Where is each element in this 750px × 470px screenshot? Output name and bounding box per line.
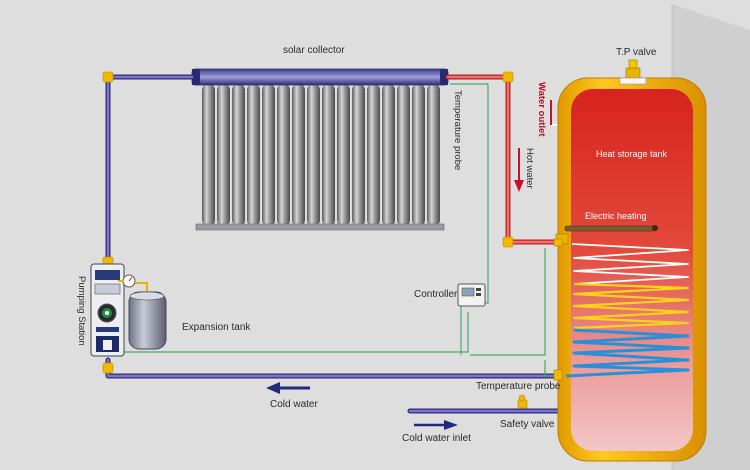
middle-coil (572, 282, 690, 330)
electric-heating-label: Electric heating (585, 211, 647, 221)
water-outlet-label: Water outlet (536, 82, 547, 137)
controller-label: Controller (414, 289, 458, 300)
cold-water-inlet-label: Cold water inlet (402, 433, 471, 444)
heat-storage-tank-label: Heat storage tank (596, 149, 668, 159)
pumping-station (90, 263, 148, 357)
pipe-fittings (102, 71, 528, 409)
safety-valve-label: Safety valve (500, 419, 555, 430)
hot-water-arrow (514, 148, 524, 192)
cold-water-inlet-arrow (414, 420, 458, 430)
collector-frame-bottom (195, 223, 445, 231)
hot-flow-pipe (445, 74, 563, 245)
expansion-tank (128, 291, 167, 350)
pumping-station-label: Pumping Station (76, 276, 87, 346)
collector-header (191, 68, 449, 86)
hot-water-label: Hot water (524, 148, 535, 189)
upper-probe-socket (553, 238, 563, 247)
temperature-probe-top-label: Temperature probe (452, 90, 463, 170)
lower-probe-socket (553, 369, 563, 381)
cold-return-pipe (105, 357, 565, 379)
cold-water-arrow (266, 382, 310, 394)
cold-water-label: Cold water (270, 399, 318, 410)
tp-valve (619, 59, 647, 85)
collector-return-pipe (105, 74, 195, 265)
upper-coil (571, 243, 689, 285)
vacuum-tubes (202, 84, 440, 226)
expansion-tank-label: Expansion tank (182, 322, 251, 333)
temperature-probe-bottom-label: Temperature probe (476, 381, 561, 392)
solar-collector-label: solar collector (283, 45, 345, 56)
lower-coil (565, 328, 690, 378)
tp-valve-label: T.P valve (616, 47, 657, 58)
solar-collector (191, 68, 449, 231)
heat-storage-tank (553, 59, 707, 462)
controller (457, 283, 486, 307)
